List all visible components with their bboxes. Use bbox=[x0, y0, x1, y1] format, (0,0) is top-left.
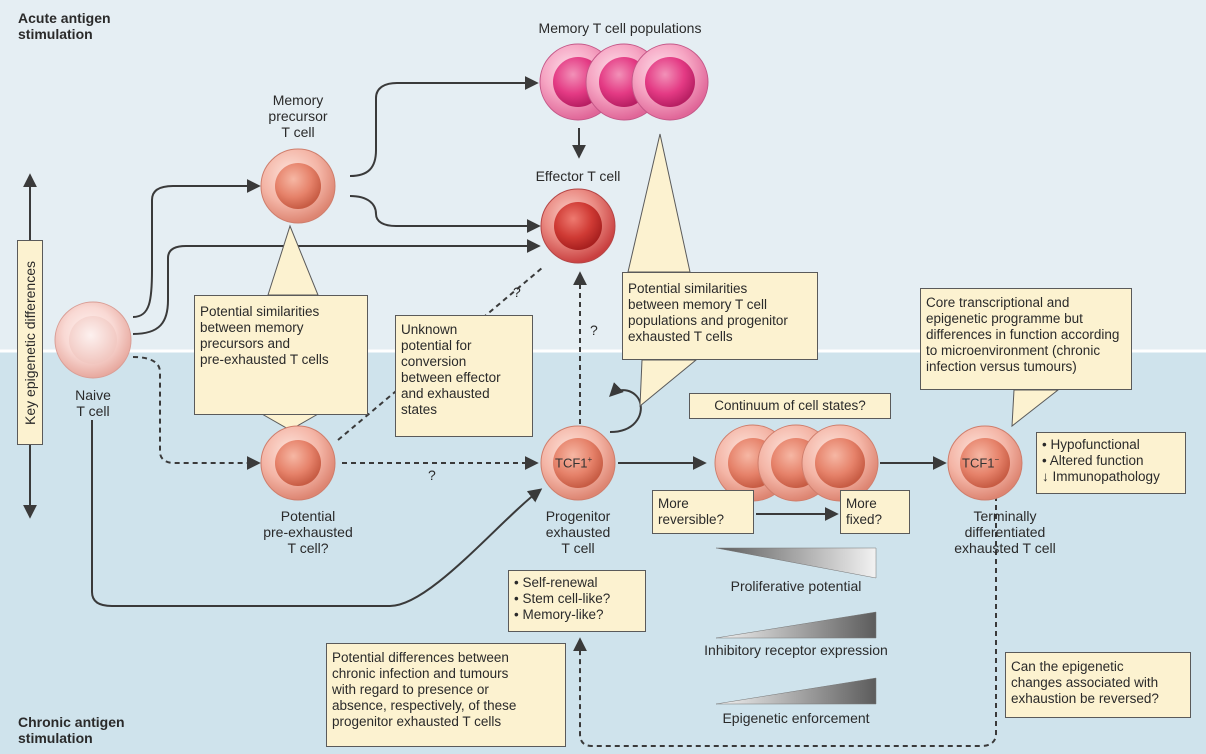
continuum-cells bbox=[714, 424, 879, 502]
question-mark-effector-conversion: ? bbox=[513, 284, 521, 300]
box-continuum: Continuum of cell states? bbox=[689, 393, 891, 419]
callout-tail-terminal bbox=[1011, 389, 1060, 428]
self-renewal-loop bbox=[609, 382, 642, 433]
epigenetic-axis-label: Key epigenetic differences bbox=[17, 240, 43, 445]
progenitor-exhausted-cell bbox=[540, 425, 616, 501]
inhibitory-wedge bbox=[715, 611, 877, 639]
tcf1-positive-marker: TCF1+ bbox=[555, 455, 593, 471]
arrow-naive-to-effector bbox=[132, 239, 541, 335]
question-mark-pre-exhausted: ? bbox=[428, 467, 436, 483]
arrow-naive-to-memory-precursor bbox=[132, 179, 261, 318]
memory-populations-label: Memory T cell populations bbox=[538, 20, 702, 36]
terminal-exhausted-cell bbox=[947, 425, 1023, 501]
effector-cell bbox=[540, 188, 616, 264]
tcf1-negative-marker: TCF1− bbox=[962, 455, 1000, 471]
pre-exhausted-cell bbox=[260, 425, 336, 501]
effector-label: Effector T cell bbox=[535, 168, 621, 184]
naive-cell bbox=[54, 301, 132, 379]
arrow-terminal-to-progenitor bbox=[573, 496, 997, 747]
question-mark-progenitor-effector: ? bbox=[590, 322, 598, 338]
memory-t-cell-populations bbox=[539, 43, 709, 121]
callout-tail-progenitor bbox=[639, 359, 698, 408]
arrow-precursor-to-effector bbox=[349, 195, 541, 233]
callout-tail-up bbox=[267, 224, 319, 296]
box-terminal-features: • Hypofunctional• Altered function↓ Immu… bbox=[1036, 432, 1186, 494]
arrow-precursor-to-memory bbox=[349, 76, 539, 177]
epigenetic-label: Epigenetic enforcement bbox=[722, 710, 870, 726]
proliferative-wedge bbox=[715, 547, 877, 579]
callout-tail-memory bbox=[627, 133, 691, 273]
inhibitory-label: Inhibitory receptor expression bbox=[704, 642, 888, 658]
arrow-naive-to-progenitor bbox=[91, 420, 543, 607]
epigenetic-wedge bbox=[715, 677, 877, 705]
proliferative-label: Proliferative potential bbox=[730, 578, 862, 594]
arrow-naive-to-pre-exhausted bbox=[132, 356, 261, 470]
memory-precursor-cell bbox=[260, 148, 336, 224]
box-progenitor-features: • Self-renewal• Stem cell-like?• Memory-… bbox=[508, 570, 646, 632]
